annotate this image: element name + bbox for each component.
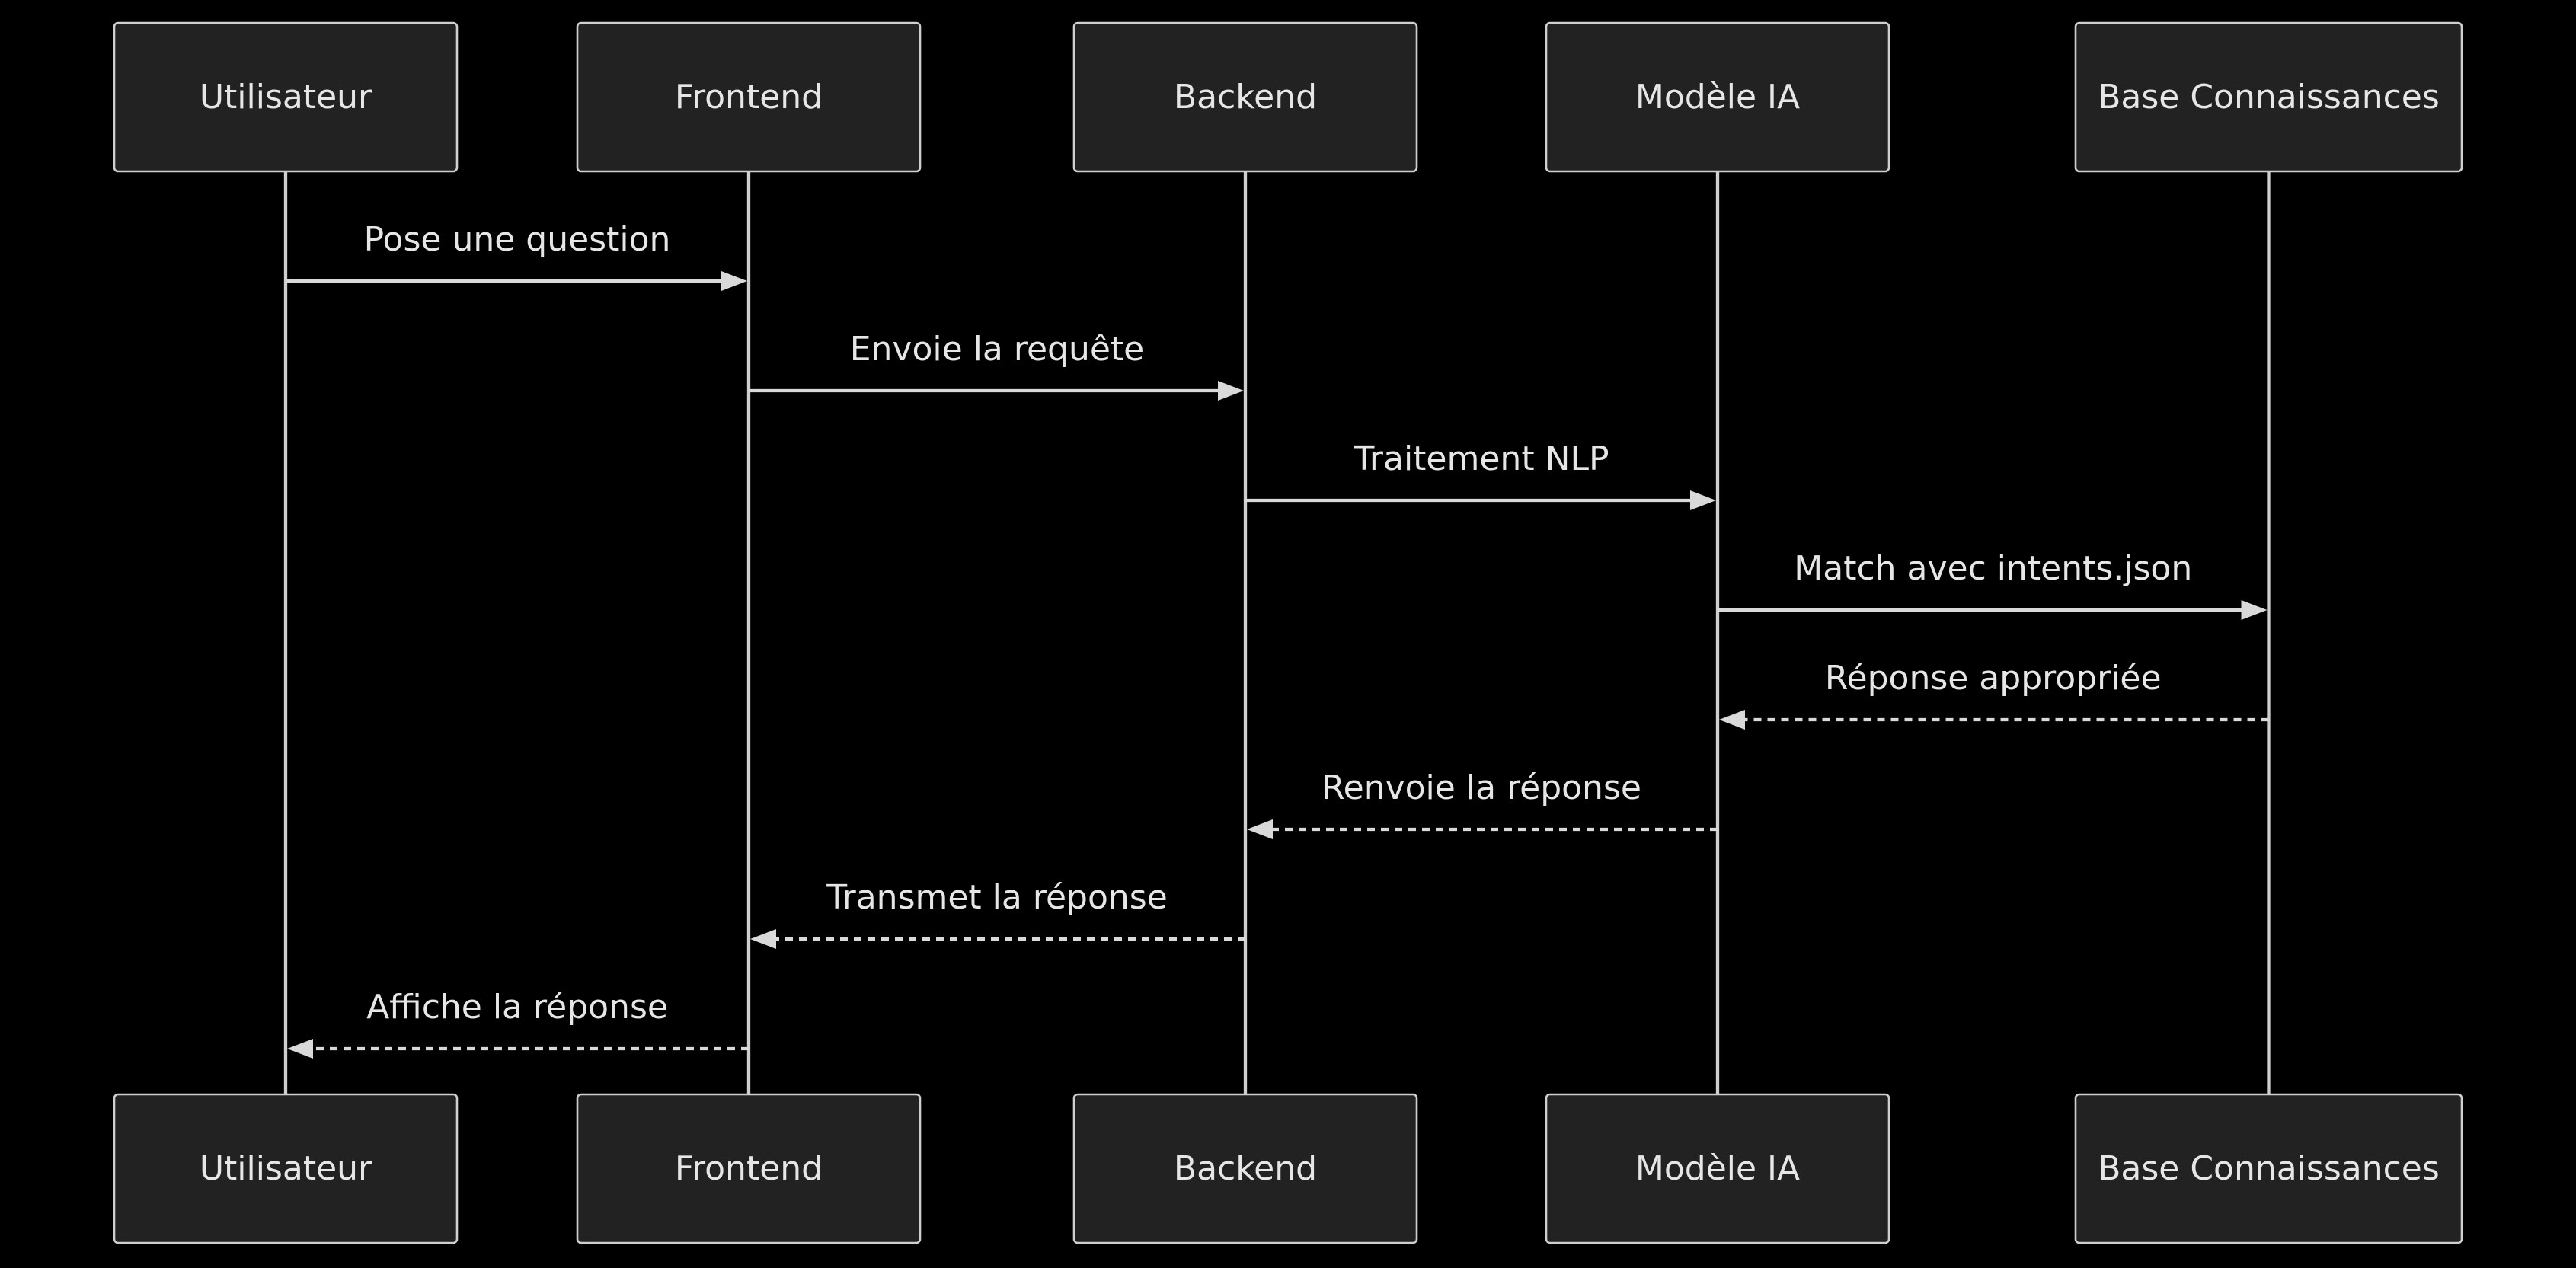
actor-box: [1072, 1093, 1418, 1244]
actor-kb-top: Base Connaissances: [2074, 21, 2463, 173]
message-2: Envoie la requête: [749, 330, 1244, 401]
actor-box: [576, 1093, 922, 1244]
message-1: Pose une question: [286, 220, 747, 291]
actor-box: [2074, 1093, 2463, 1244]
message-label: Renvoie la réponse: [1322, 768, 1641, 807]
message-label: Affiche la réponse: [366, 988, 668, 1027]
arrow-head: [1690, 490, 1716, 510]
actor-user-top: Utilisateur: [113, 21, 459, 173]
actor-box: [113, 1093, 459, 1244]
actor-box: [576, 21, 922, 173]
actor-label: Frontend: [675, 78, 823, 117]
actor-label: Modèle IA: [1635, 1149, 1800, 1188]
arrow-head: [1247, 819, 1273, 839]
arrow-head: [721, 271, 747, 291]
actor-label: Backend: [1174, 78, 1317, 117]
message-4: Match avec intents.json: [1718, 549, 2268, 620]
actor-box: [2074, 21, 2463, 173]
message-label: Traitement NLP: [1353, 439, 1609, 478]
message-5: Réponse appropriée: [1719, 659, 2269, 730]
actor-backend-top: Backend: [1072, 21, 1418, 173]
actor-box: [1545, 1093, 1890, 1244]
actor-label: Backend: [1174, 1149, 1317, 1188]
actor-label: Base Connaissances: [2098, 78, 2440, 117]
arrow-head: [2241, 600, 2268, 620]
message-label: Transmet la réponse: [826, 878, 1168, 917]
message-label: Match avec intents.json: [1794, 549, 2192, 588]
message-label: Pose une question: [364, 220, 671, 259]
lifelines: [283, 171, 2271, 1094]
actor-label: Base Connaissances: [2098, 1149, 2440, 1188]
arrow-head: [1719, 710, 1745, 730]
actor-label: Utilisateur: [200, 1149, 372, 1188]
actor-box: [113, 21, 459, 173]
message-7: Transmet la réponse: [750, 878, 1245, 949]
actors-top: Utilisateur Frontend Backend Modèle IA Base …: [113, 21, 2463, 173]
actor-label: Modèle IA: [1635, 78, 1800, 117]
actor-box: [1545, 21, 1890, 173]
message-3: Traitement NLP: [1245, 439, 1716, 510]
actor-ai-top: Modèle IA: [1545, 21, 1890, 173]
message-label: Réponse appropriée: [1825, 659, 2162, 698]
actor-label: Utilisateur: [200, 78, 372, 117]
message-label: Envoie la requête: [850, 330, 1145, 369]
actor-ai-bottom: Modèle IA: [1545, 1093, 1890, 1244]
arrow-head: [750, 929, 776, 949]
actor-kb-bottom: Base Connaissances: [2074, 1093, 2463, 1244]
actors-bottom: Utilisateur Frontend Backend Modèle IA Base …: [113, 1093, 2463, 1244]
actor-label: Frontend: [675, 1149, 823, 1188]
message-6: Renvoie la réponse: [1247, 768, 1718, 839]
actor-box: [1072, 21, 1418, 173]
arrow-head: [1218, 381, 1244, 401]
actor-frontend-top: Frontend: [576, 21, 922, 173]
actor-frontend-bottom: Frontend: [576, 1093, 922, 1244]
message-8: Affiche la réponse: [287, 988, 749, 1059]
actor-user-bottom: Utilisateur: [113, 1093, 459, 1244]
actor-backend-bottom: Backend: [1072, 1093, 1418, 1244]
arrow-head: [287, 1039, 313, 1059]
